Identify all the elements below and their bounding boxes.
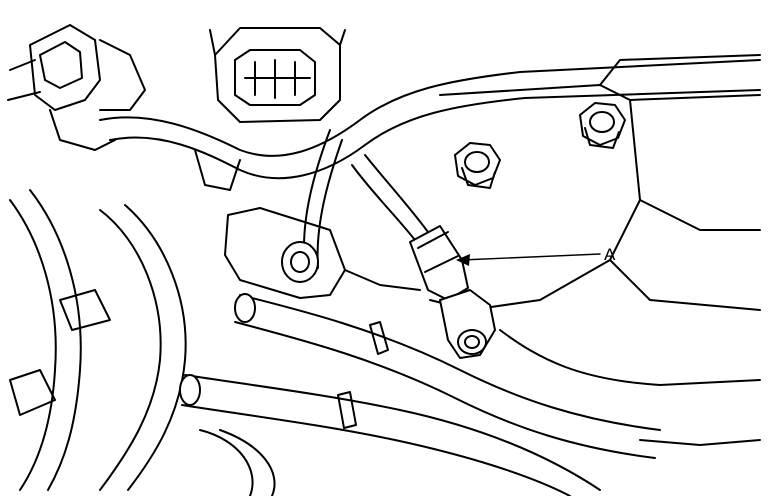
- sensor-wire: [303, 129, 429, 269]
- upper-left-connector: [7, 24, 146, 151]
- sensor-a: [409, 225, 496, 359]
- lower-pipe-upper: [234, 293, 661, 459]
- lower-body-contour: [199, 329, 761, 496]
- top-connector-block: [209, 27, 346, 123]
- bracket-bolt-right: [579, 102, 626, 149]
- upper-harness: [99, 59, 761, 191]
- center-mount: [224, 207, 421, 299]
- lower-pipe-lower: [179, 374, 601, 496]
- left-hose-bundle: [9, 189, 187, 491]
- callout-a: A: [456, 245, 616, 266]
- bracket-bolt-left: [454, 142, 501, 189]
- callout-label: A: [604, 245, 616, 264]
